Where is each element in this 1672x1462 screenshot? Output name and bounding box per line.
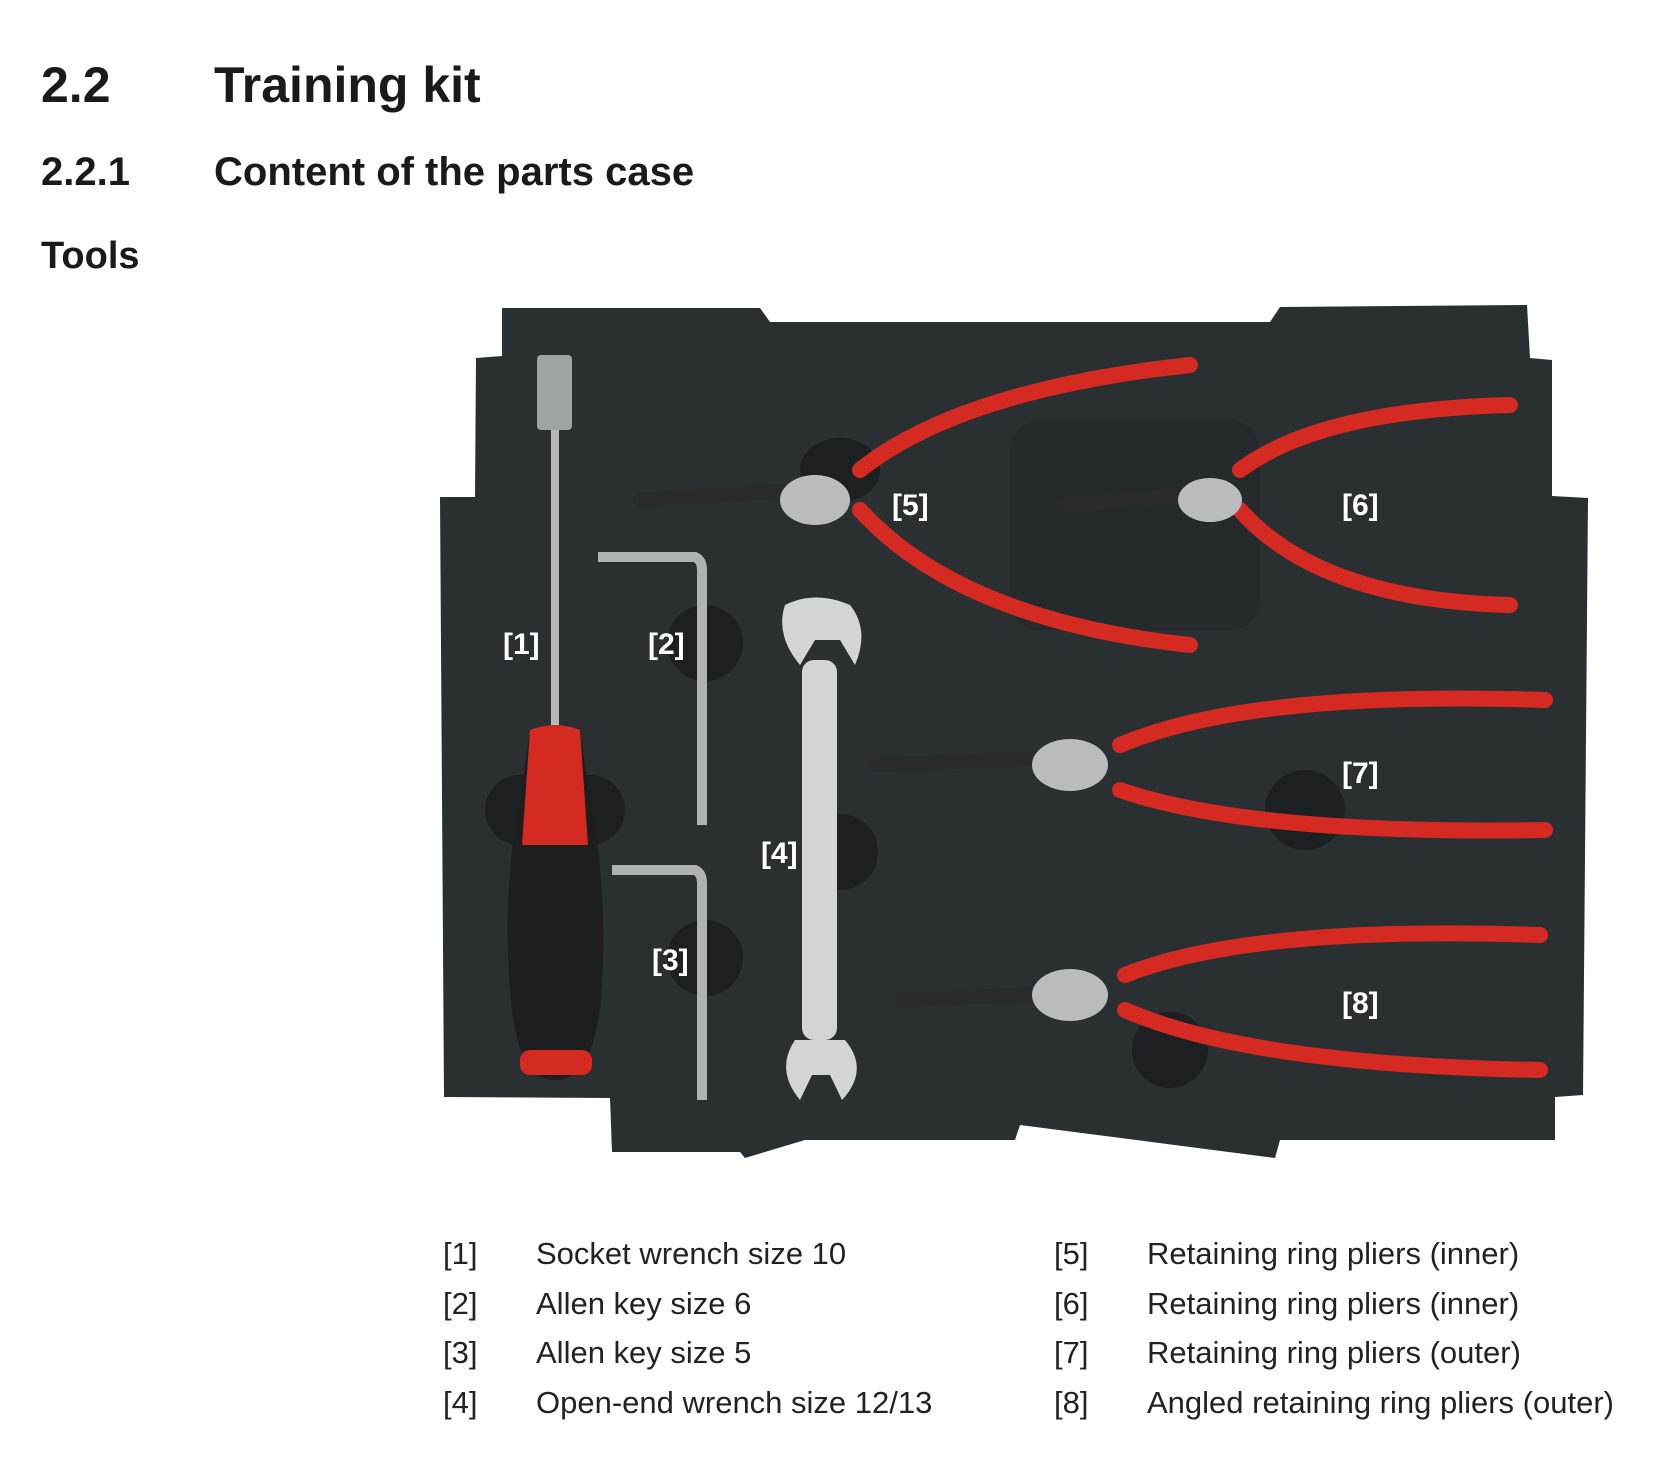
subsection-title: Content of the parts case: [214, 150, 695, 194]
legend-ref: [8]: [1054, 1385, 1089, 1420]
callout-5: [5]: [892, 489, 929, 522]
legend-ref: [6]: [1054, 1286, 1089, 1321]
legend-ref: [5]: [1054, 1236, 1089, 1271]
legend-text: Retaining ring pliers (inner): [1147, 1286, 1520, 1321]
legend-text: Socket wrench size 10: [536, 1236, 847, 1271]
callouts: [1] [2] [3] [4] [5] [6] [7] [8]: [503, 489, 1379, 1020]
callout-3: [3]: [652, 944, 689, 977]
legend-text: Open-end wrench size 12/13: [536, 1385, 933, 1420]
callout-7: [7]: [1342, 757, 1379, 790]
callout-4: [4]: [761, 837, 798, 870]
open-end-wrench: [782, 597, 862, 1100]
legend-text: Retaining ring pliers (outer): [1147, 1335, 1521, 1370]
section-title: Training kit: [214, 57, 481, 113]
legend-ref: [7]: [1054, 1335, 1089, 1370]
legend-ref: [1]: [443, 1236, 478, 1271]
legend-text: Angled retaining ring pliers (outer): [1147, 1385, 1614, 1420]
legend-ref: [2]: [443, 1286, 478, 1321]
tools-heading: Tools: [41, 235, 140, 277]
pliers: [633, 357, 1553, 1078]
legend-ref: [4]: [443, 1385, 478, 1420]
allen-keys: [598, 552, 707, 1100]
callout-1: [1]: [503, 628, 540, 661]
foam-insert: [440, 305, 1588, 1158]
subsection-number: 2.2.1: [41, 150, 130, 194]
callout-8: [8]: [1342, 987, 1379, 1020]
legend-text: Retaining ring pliers (inner): [1147, 1236, 1520, 1271]
legend-ref: [3]: [443, 1335, 478, 1370]
socket-wrench: [507, 355, 604, 1080]
section-number: 2.2: [41, 57, 111, 113]
legend-text: Allen key size 5: [536, 1335, 752, 1370]
callout-2: [2]: [648, 628, 685, 661]
legend-text: Allen key size 6: [536, 1286, 752, 1321]
callout-6: [6]: [1342, 489, 1379, 522]
